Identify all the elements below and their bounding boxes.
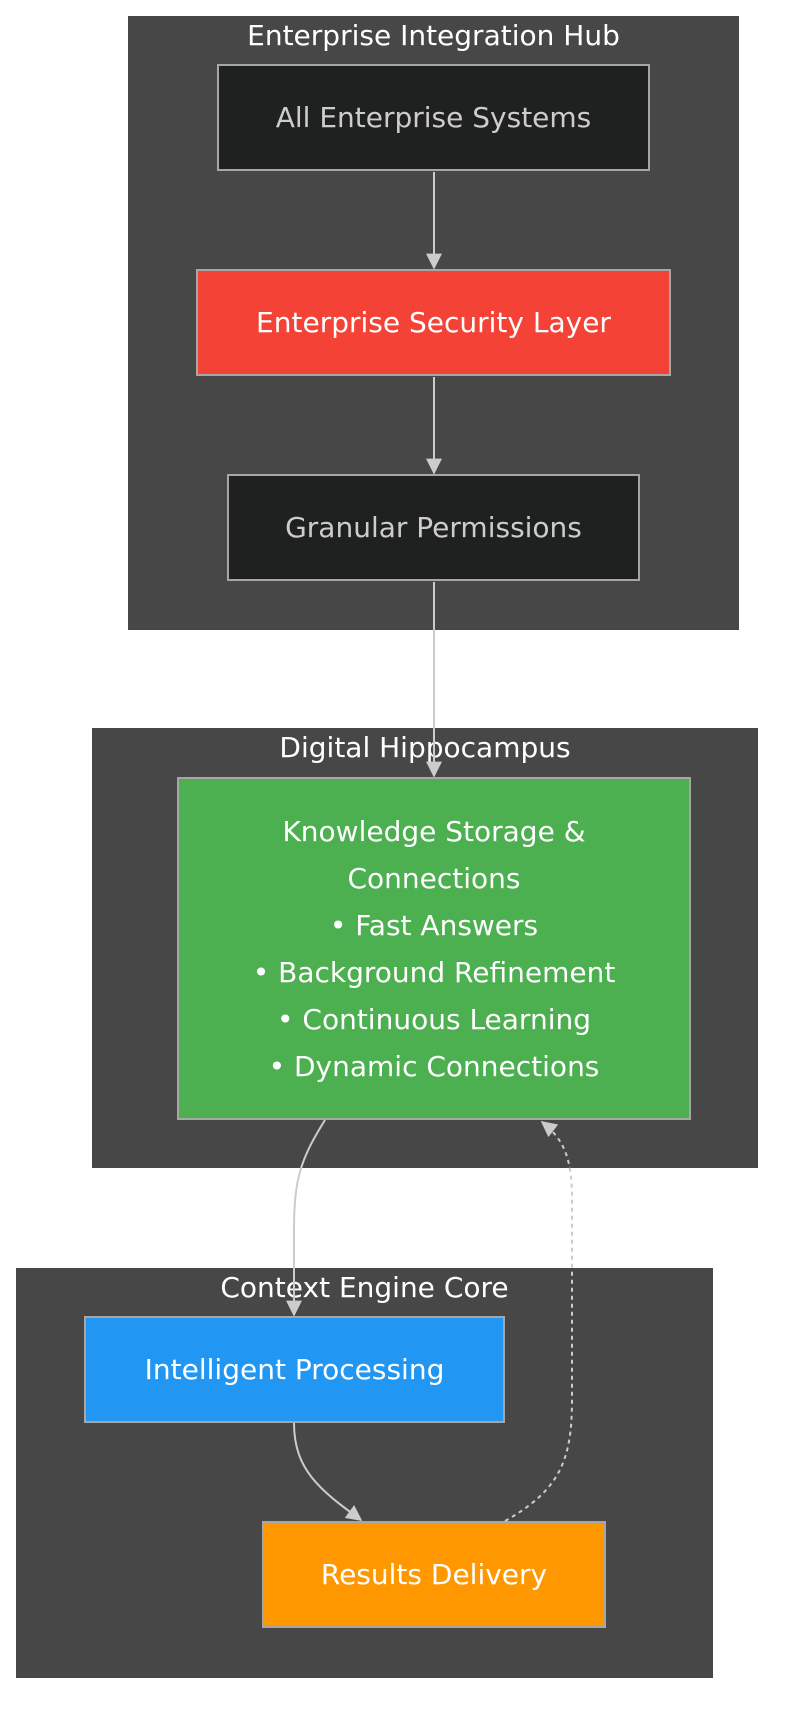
node-line: • Fast Answers — [329, 908, 539, 942]
node-results-delivery[interactable]: Results Delivery — [262, 1521, 606, 1628]
node-enterprise-security-layer[interactable]: Enterprise Security Layer — [196, 269, 671, 376]
node-label: Results Delivery — [320, 1558, 548, 1591]
node-line: • Background Refinement — [252, 955, 616, 989]
node-line: Knowledge Storage & — [282, 814, 586, 848]
cluster-title-hippocampus: Digital Hippocampus — [279, 731, 571, 764]
cluster-title-integration-hub: Enterprise Integration Hub — [247, 19, 620, 52]
node-intelligent-processing[interactable]: Intelligent Processing — [84, 1316, 505, 1423]
node-label: Granular Permissions — [285, 511, 582, 544]
node-label: All Enterprise Systems — [275, 101, 592, 134]
node-label: Intelligent Processing — [144, 1353, 445, 1386]
cluster-title-engine-core: Context Engine Core — [220, 1271, 509, 1304]
node-granular-permissions[interactable]: Granular Permissions — [227, 474, 640, 581]
node-knowledge-storage[interactable]: Knowledge Storage & Connections • Fast A… — [177, 777, 691, 1120]
node-line: Connections — [347, 861, 521, 895]
node-line: • Continuous Learning — [276, 1002, 591, 1036]
node-label: Enterprise Security Layer — [256, 306, 611, 339]
node-all-enterprise-systems[interactable]: All Enterprise Systems — [217, 64, 650, 171]
node-line: • Dynamic Connections — [268, 1049, 600, 1083]
